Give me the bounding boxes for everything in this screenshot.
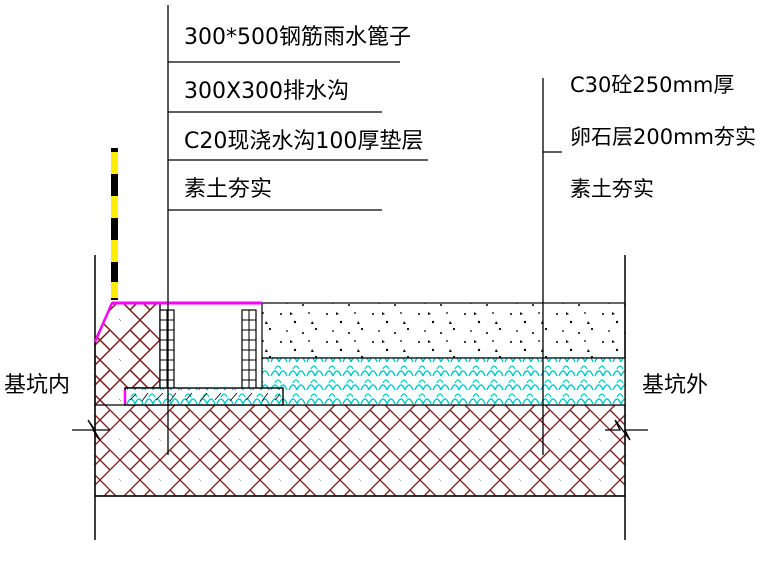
callout-grate: 300*500钢筋雨水篦子 [184,25,411,50]
callout-concrete: C30砼250mm厚 [570,73,734,97]
pebble-layer [261,357,626,406]
channel-left-wall [159,309,175,391]
label-outside-pit: 基坑外 [642,373,708,398]
pit-edge-highlight [93,302,114,343]
callout-soil-right: 素土夯实 [570,177,654,201]
right-break-mark [605,419,648,441]
channel-right-wall [241,309,257,391]
left-break-mark [72,419,110,441]
callout-channel: 300X300排水沟 [184,79,349,104]
concrete-layer [261,302,626,359]
callout-pebble: 卵石层200mm夯实 [570,125,756,149]
slab-texture [129,392,281,402]
label-inside-pit: 基坑内 [4,373,70,398]
callout-soil-left: 素土夯实 [184,177,272,202]
callout-c20-bed: C20现浇水沟100厚垫层 [184,129,423,154]
railing-pole [111,148,118,300]
